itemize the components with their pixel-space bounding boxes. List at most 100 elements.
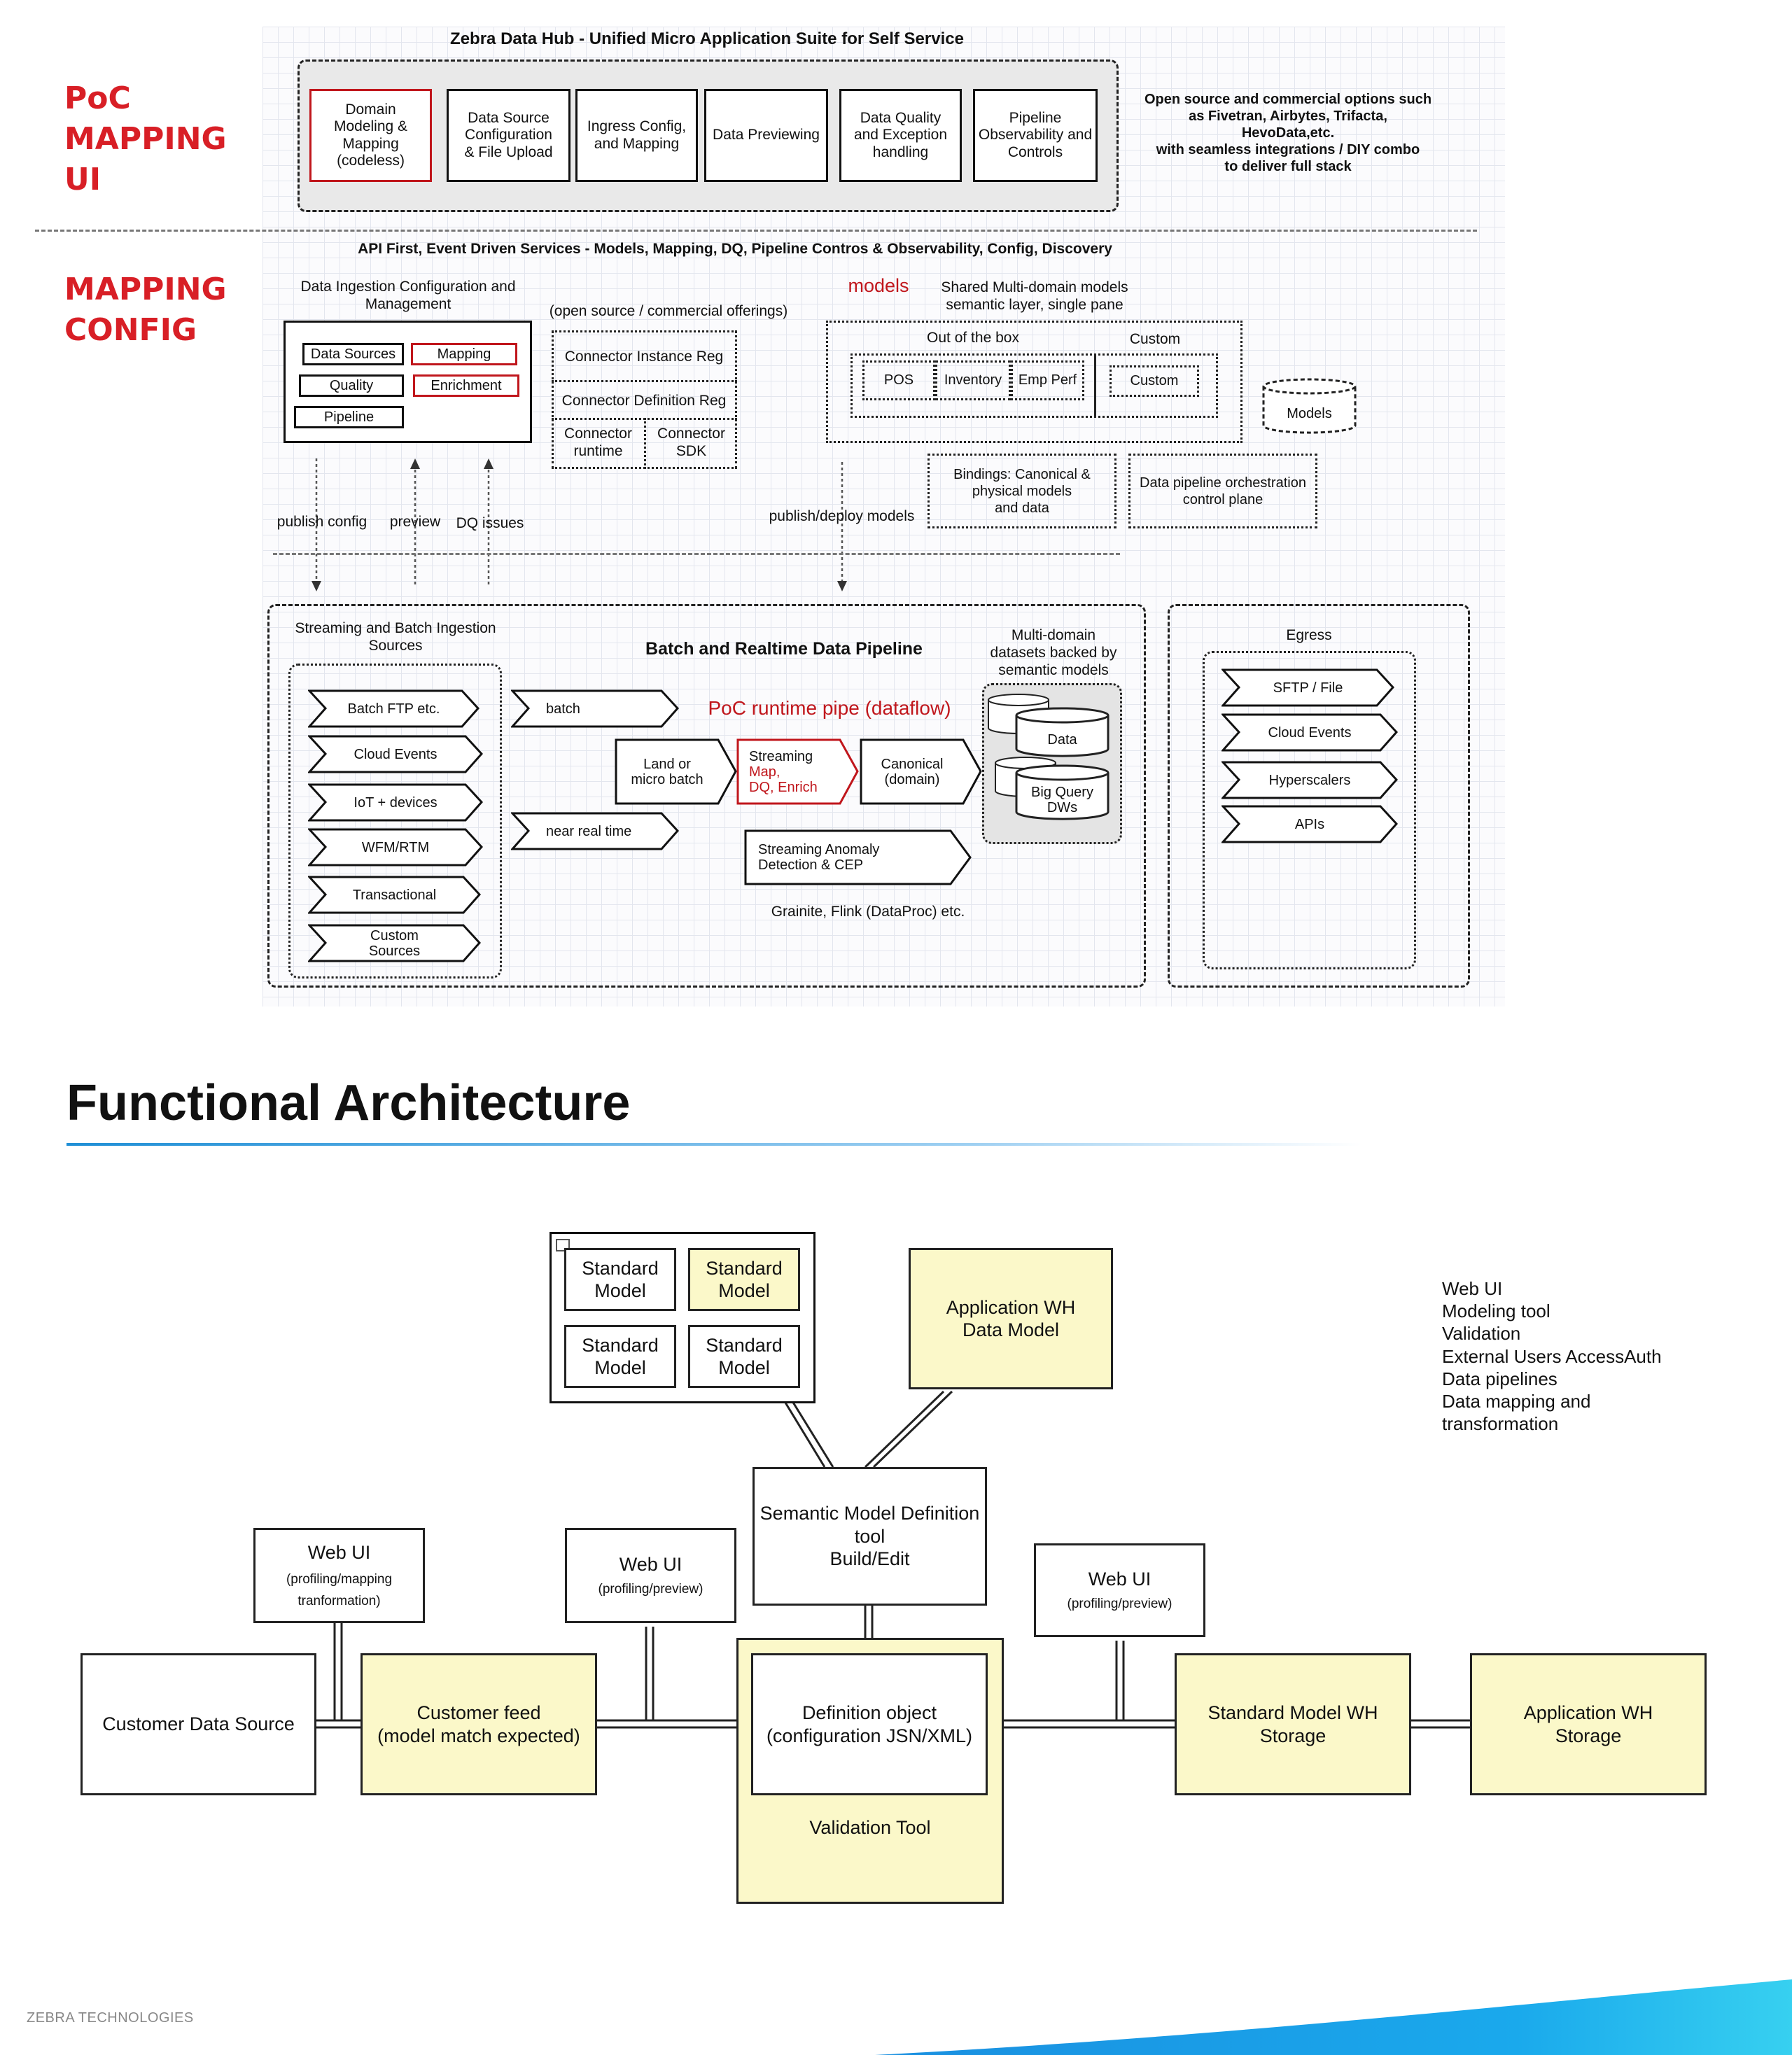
models-cylinder-label: Models: [1287, 406, 1332, 421]
model-custom[interactable]: Custom: [1110, 365, 1199, 397]
custom-header-label: Custom: [1129, 331, 1181, 347]
model-pos[interactable]: POS: [862, 360, 935, 400]
customer-data-source[interactable]: Customer Data Source: [80, 1653, 316, 1795]
connector-runtime: Connector runtime: [564, 426, 632, 460]
web-ui-profiling-mapping[interactable]: Web UI(profiling/mapping tranformation): [253, 1528, 425, 1623]
web-ui-sub-3: (profiling/preview): [1067, 1596, 1172, 1611]
egress-hyperscalers[interactable]: Hyperscalers: [1222, 761, 1398, 799]
api-first-banner: API First, Event Driven Services - Model…: [358, 241, 1112, 257]
semantic-model-tool[interactable]: Semantic Model Definition tool Build/Edi…: [752, 1467, 987, 1606]
publish-config-label: publish config: [276, 514, 368, 530]
source-transactional[interactable]: Transactional: [308, 876, 481, 914]
ingestion-item-mapping[interactable]: Mapping: [411, 343, 517, 365]
standard-model-1[interactable]: Standard Model: [564, 1248, 676, 1311]
data-cylinder-label: Data: [1047, 732, 1077, 748]
publish-deploy-label: publish/deploy models: [769, 508, 915, 524]
ingestion-item-quality[interactable]: Quality: [299, 374, 404, 397]
source-custom[interactable]: Custom Sources: [308, 924, 481, 962]
source-transactional-label: Transactional: [352, 887, 437, 903]
suite-title: Zebra Data Hub - Unified Micro Applicati…: [450, 29, 964, 48]
anomaly-label: Streaming Anomaly Detection & CEP: [758, 842, 880, 873]
ingestion-config-title: Data Ingestion Configuration and Managem…: [300, 279, 516, 313]
models-inner-group: [850, 353, 1218, 418]
orchestration-box: Data pipeline orchestration control plan…: [1128, 454, 1317, 528]
dq-issues-label: DQ issues: [456, 515, 524, 531]
egress-title: Egress: [1286, 627, 1332, 643]
egress-cloud-events-label: Cloud Events: [1268, 724, 1352, 741]
grainite-label: Grainite, Flink (DataProc) etc.: [771, 904, 965, 920]
functional-title: Functional Architecture: [66, 1075, 631, 1131]
web-ui-sub-2: (profiling/preview): [598, 1581, 704, 1597]
web-ui-profiling-preview-1[interactable]: Web UI (profiling/preview): [565, 1528, 736, 1623]
standard-model-4[interactable]: Standard Model: [688, 1325, 800, 1388]
egress-sftp-label: SFTP / File: [1273, 680, 1343, 696]
web-ui-label-2: Web UI: [619, 1554, 682, 1576]
egress-hyperscalers-label: Hyperscalers: [1268, 772, 1351, 788]
data-cylinder: Data: [1015, 707, 1110, 757]
preview-label: preview: [389, 514, 441, 530]
multi-domain-label: Multi-domain datasets backed by semantic…: [990, 627, 1117, 679]
config-arrows: [312, 458, 847, 591]
source-iot-devices-label: IoT + devices: [354, 794, 438, 811]
land-micro-batch: Land or micro batch: [615, 738, 737, 805]
application-wh-storage[interactable]: Application WH Storage: [1470, 1653, 1707, 1795]
shared-models-label: Shared Multi-domain models semantic laye…: [941, 279, 1128, 314]
standard-model-2[interactable]: Standard Model: [688, 1248, 800, 1311]
model-inventory[interactable]: Inventory: [935, 360, 1011, 400]
models-panel: [826, 321, 1242, 443]
open-source-offerings-label: (open source / commercial offerings): [549, 303, 788, 319]
source-batch-ftp-label: Batch FTP etc.: [347, 701, 440, 717]
ui-box-pipeline-observability[interactable]: Pipeline Observability and Controls: [973, 89, 1098, 182]
collapse-icon[interactable]: [556, 1239, 570, 1251]
connector-divider-3: [644, 418, 646, 469]
canonical-label: Canonical (domain): [881, 756, 944, 787]
batch-label: batch: [546, 701, 580, 717]
ingestion-item-pipeline[interactable]: Pipeline: [294, 406, 404, 428]
source-wfm-rtm-label: WFM/RTM: [361, 839, 430, 855]
source-cloud-events[interactable]: Cloud Events: [308, 735, 483, 773]
models-inner-divider: [1094, 353, 1096, 418]
near-real-time-label: near real time: [546, 823, 632, 839]
connector-definition-reg: Connector Definition Reg: [561, 393, 727, 409]
app-wh-data-model[interactable]: Application WH Data Model: [909, 1248, 1113, 1389]
feature-list: Web UI Modeling tool Validation External…: [1442, 1278, 1662, 1435]
web-ui-profiling-preview-2[interactable]: Web UI(profiling/preview): [1034, 1543, 1205, 1637]
validation-tool-label: Validation Tool: [809, 1816, 931, 1838]
bindings-box: Bindings: Canonical & physical models an…: [927, 454, 1116, 528]
land-micro-batch-label: Land or micro batch: [631, 756, 704, 787]
models-red-label: models: [848, 275, 909, 296]
ui-box-data-source-config[interactable]: Data Source Configuration & File Upload: [447, 89, 570, 182]
connector-sdk: Connector SDK: [657, 426, 725, 460]
config-runtime-separator: [273, 553, 1120, 555]
sources-panel: [288, 664, 502, 979]
customer-feed[interactable]: Customer feed (model match expected): [360, 1653, 597, 1795]
definition-object[interactable]: Definition object (configuration JSN/XML…: [751, 1653, 988, 1795]
source-wfm-rtm[interactable]: WFM/RTM: [308, 828, 483, 867]
near-real-time-chevron: near real time: [511, 812, 679, 850]
bq-cylinder-label: Big Query DWs: [1031, 785, 1093, 815]
ui-box-data-previewing[interactable]: Data Previewing: [704, 89, 828, 182]
source-iot-devices[interactable]: IoT + devices: [308, 783, 483, 822]
standard-model-3[interactable]: Standard Model: [564, 1325, 676, 1388]
model-emp-perf[interactable]: Emp Perf: [1011, 360, 1084, 400]
ui-box-ingress-config[interactable]: Ingress Config, and Mapping: [575, 89, 698, 182]
egress-sftp[interactable]: SFTP / File: [1222, 668, 1394, 707]
side-label-mapping-config: MAPPING CONFIG: [64, 272, 227, 349]
ui-config-separator: [35, 230, 1477, 232]
source-cloud-events-label: Cloud Events: [354, 746, 438, 762]
egress-panel: [1203, 651, 1416, 969]
poc-runtime-label: PoC runtime pipe (dataflow): [708, 697, 951, 719]
ui-box-domain-modeling[interactable]: Domain Modeling & Mapping (codeless): [309, 89, 432, 182]
ingestion-item-enrichment[interactable]: Enrichment: [413, 374, 519, 397]
web-ui-label-1: Web UI: [307, 1542, 371, 1563]
ui-box-data-quality[interactable]: Data Quality and Exception handling: [839, 89, 962, 182]
standard-model-wh-storage[interactable]: Standard Model WH Storage: [1175, 1653, 1411, 1795]
footer-wave: [875, 1979, 1792, 2055]
source-custom-label: Custom Sources: [368, 927, 421, 959]
egress-cloud-events[interactable]: Cloud Events: [1222, 713, 1398, 752]
ingestion-item-data-sources[interactable]: Data Sources: [302, 343, 404, 365]
egress-apis[interactable]: APIs: [1222, 805, 1398, 843]
pipeline-container: [267, 604, 1146, 988]
source-batch-ftp[interactable]: Batch FTP etc.: [308, 689, 479, 728]
